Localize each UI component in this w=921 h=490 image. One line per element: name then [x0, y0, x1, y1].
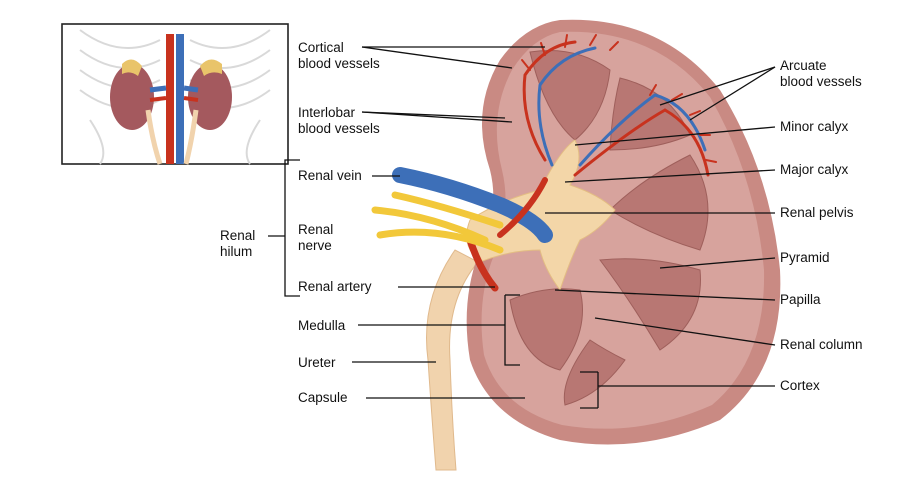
label-renal-column: Renal column — [780, 337, 863, 352]
renal-vein-shape — [392, 167, 553, 243]
label-renal-nerve: Renal nerve — [298, 222, 334, 253]
label-renal-artery: Renal artery — [298, 279, 372, 294]
pyramids — [509, 49, 709, 406]
ureter-shape — [426, 249, 479, 471]
label-minor-calyx: Minor calyx — [780, 119, 849, 134]
leader-lines — [268, 46, 776, 409]
renal-artery-branch — [497, 177, 548, 238]
cortical-vessels — [521, 34, 717, 177]
inset-body-view — [61, 23, 289, 165]
renal-nerve-shape — [371, 191, 504, 254]
label-cortex: Cortex — [780, 378, 820, 393]
label-cortical-blood-vessels: Cortical blood vessels — [298, 40, 380, 71]
label-pyramid: Pyramid — [780, 250, 830, 265]
label-medulla: Medulla — [298, 318, 346, 333]
label-major-calyx: Major calyx — [780, 162, 849, 177]
label-papilla: Papilla — [780, 292, 821, 307]
label-interlobar-blood-vessels: Interlobar blood vessels — [298, 105, 380, 136]
label-arcuate-blood-vessels: Arcuate blood vessels — [780, 58, 862, 89]
label-renal-pelvis: Renal pelvis — [780, 205, 854, 220]
renal-pelvis-shape — [466, 139, 616, 292]
label-renal-hilum: Renal hilum — [220, 228, 256, 259]
renal-artery-shape — [466, 236, 499, 292]
label-renal-vein: Renal vein — [298, 168, 362, 183]
label-ureter: Ureter — [298, 355, 336, 370]
label-capsule: Capsule — [298, 390, 348, 405]
